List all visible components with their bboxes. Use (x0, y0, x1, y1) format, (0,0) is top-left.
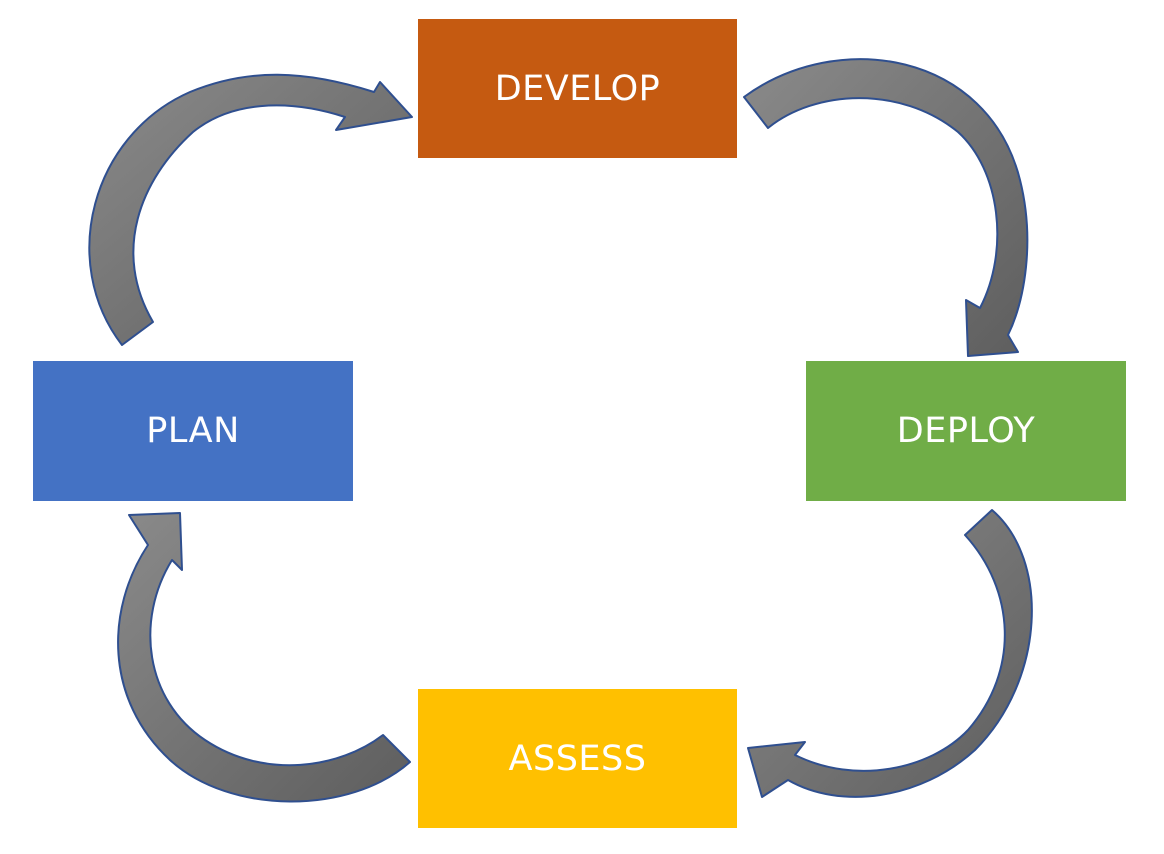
stage-plan-label: PLAN (146, 411, 240, 451)
arrow-assess-to-plan (117, 512, 411, 803)
stage-develop-label: DEVELOP (494, 68, 661, 109)
stage-deploy: DEPLOY (806, 361, 1126, 501)
arrow-develop-to-deploy (743, 58, 1029, 357)
stage-plan: PLAN (33, 361, 353, 501)
stage-deploy-label: DEPLOY (896, 411, 1036, 451)
arrow-deploy-to-assess (747, 509, 1033, 798)
stage-develop: DEVELOP (418, 19, 737, 158)
stage-assess-label: ASSESS (508, 738, 647, 779)
stage-assess: ASSESS (418, 689, 737, 828)
arrow-plan-to-develop (88, 73, 413, 346)
